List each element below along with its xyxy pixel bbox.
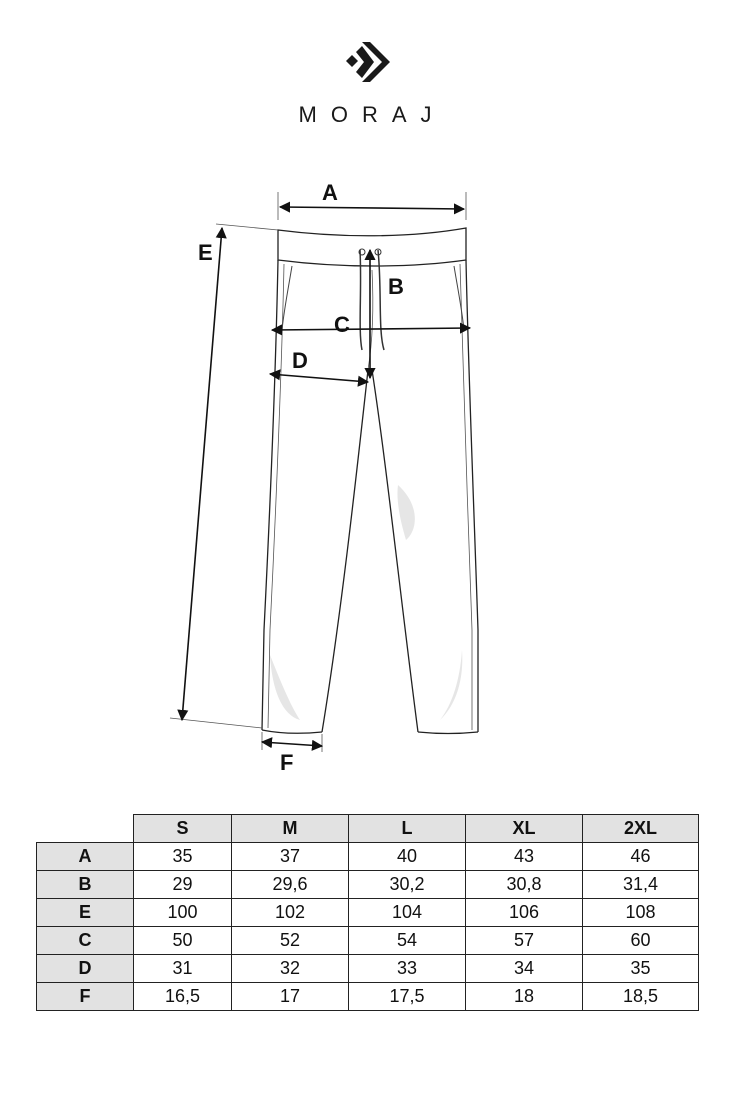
measure-label-b: B <box>388 274 404 299</box>
table-cell: 30,2 <box>348 870 466 899</box>
table-cell: 18,5 <box>582 982 699 1011</box>
measure-label-c: C <box>334 312 350 337</box>
table-cell: 29,6 <box>231 870 349 899</box>
table-cell: 31 <box>133 954 232 983</box>
table-cell: 108 <box>582 898 699 927</box>
size-header-row: S M L XL 2XL <box>36 814 699 843</box>
table-cell: 33 <box>348 954 466 983</box>
table-cell: 102 <box>231 898 349 927</box>
size-table: S M L XL 2XL A 35 37 40 43 46 B 29 29,6 … <box>36 814 699 1011</box>
pants-sketch <box>169 192 479 752</box>
table-cell: 60 <box>582 926 699 955</box>
table-cell: 31,4 <box>582 870 699 899</box>
table-cell: 17 <box>231 982 349 1011</box>
table-cell: 34 <box>465 954 583 983</box>
measure-label-d: D <box>292 348 308 373</box>
table-cell: 32 <box>231 954 349 983</box>
table-row: F 16,5 17 17,5 18 18,5 <box>36 982 699 1011</box>
table-cell: 50 <box>133 926 232 955</box>
table-row: C 50 52 54 57 60 <box>36 926 699 955</box>
table-cell: 29 <box>133 870 232 899</box>
brand-name: MORAJ <box>298 102 446 127</box>
measure-label-f: F <box>280 750 294 775</box>
measure-label-e: E <box>198 240 213 265</box>
table-cell: 17,5 <box>348 982 466 1011</box>
table-row: D 31 32 33 34 35 <box>36 954 699 983</box>
size-col-m: M <box>231 814 349 843</box>
measure-label-a: A <box>322 180 338 205</box>
logo-area: MORAJ <box>0 0 730 140</box>
table-row: E 100 102 104 106 108 <box>36 898 699 927</box>
row-label: D <box>36 954 134 983</box>
table-cell: 46 <box>582 842 699 871</box>
table-cell: 37 <box>231 842 349 871</box>
table-cell: 57 <box>465 926 583 955</box>
table-cell: 16,5 <box>133 982 232 1011</box>
table-cell: 35 <box>582 954 699 983</box>
table-cell: 54 <box>348 926 466 955</box>
table-cell: 52 <box>231 926 349 955</box>
table-cell: 40 <box>348 842 466 871</box>
row-label: C <box>36 926 134 955</box>
table-cell: 43 <box>465 842 583 871</box>
table-cell: 106 <box>465 898 583 927</box>
row-label: E <box>36 898 134 927</box>
table-row: B 29 29,6 30,2 30,8 31,4 <box>36 870 699 899</box>
size-col-xl: XL <box>465 814 583 843</box>
row-label: B <box>36 870 134 899</box>
table-cell: 18 <box>465 982 583 1011</box>
table-cell: 35 <box>133 842 232 871</box>
size-col-s: S <box>133 814 232 843</box>
moraj-arrow-logo-icon <box>346 42 390 82</box>
size-col-2xl: 2XL <box>582 814 699 843</box>
table-corner <box>36 814 134 843</box>
size-col-l: L <box>348 814 466 843</box>
table-cell: 30,8 <box>465 870 583 899</box>
table-row: A 35 37 40 43 46 <box>36 842 699 871</box>
pants-measurement-diagram: A B C D E F <box>0 160 730 800</box>
row-label: F <box>36 982 134 1011</box>
table-cell: 100 <box>133 898 232 927</box>
table-cell: 104 <box>348 898 466 927</box>
row-label: A <box>36 842 134 871</box>
